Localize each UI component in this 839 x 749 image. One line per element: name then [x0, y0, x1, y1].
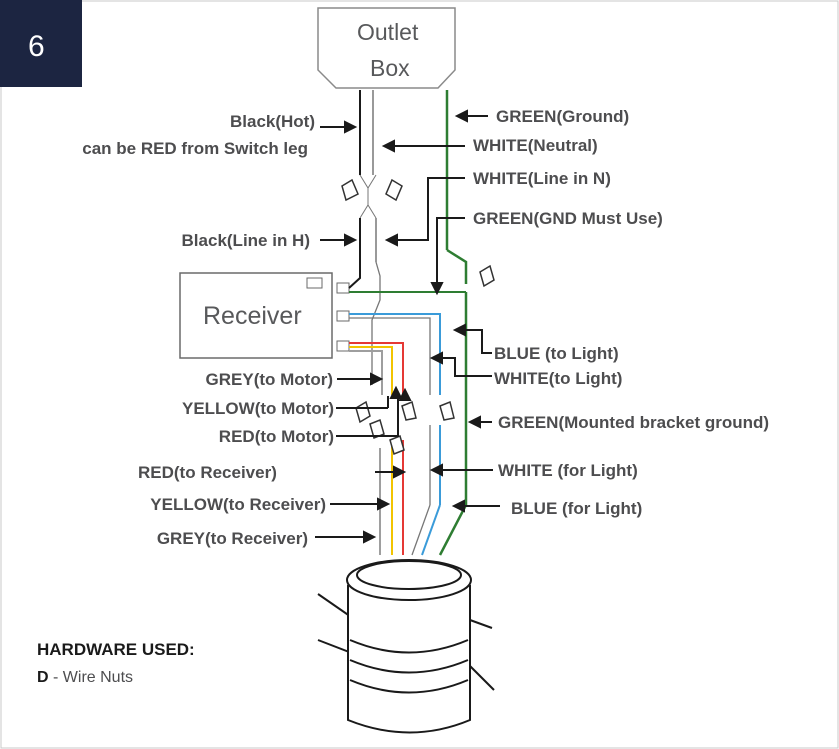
- fan-canopy: [356, 560, 462, 590]
- fan-ring-2: [349, 659, 469, 674]
- wire-nuts: [341, 178, 495, 456]
- fan-blade-right-lower: [469, 665, 495, 691]
- wire-nut-icon: [341, 178, 359, 202]
- wire-splice-top: [359, 174, 377, 219]
- callout-arrows: [315, 109, 500, 544]
- hardware-title: HARDWARE USED:: [37, 640, 195, 659]
- label-green-ground: GREEN(Ground): [496, 107, 629, 126]
- wire-nut-icon: [369, 418, 385, 440]
- wire-nut-icon: [479, 264, 495, 288]
- label-red-to-motor: RED(to Motor): [219, 427, 334, 446]
- label-white-neutral: WHITE(Neutral): [473, 136, 598, 155]
- label-green-gnd-must: GREEN(GND Must Use): [473, 209, 663, 228]
- fan-blade-right: [469, 619, 493, 629]
- label-red-to-receiver: RED(to Receiver): [138, 463, 277, 482]
- hardware-item-text: - Wire Nuts: [49, 669, 133, 686]
- wire-blue-to-fan: [421, 504, 441, 556]
- outlet-box-line2: Box: [370, 55, 410, 81]
- outlet-box-line1: Outlet: [357, 19, 419, 45]
- label-blue-to-light: BLUE (to Light): [494, 344, 619, 363]
- label-black-line-h: Black(Line in H): [182, 231, 310, 250]
- wire-grey-to-motor: [349, 350, 383, 395]
- label-black-hot: Black(Hot): [230, 112, 315, 131]
- ceiling-fan: [317, 559, 495, 734]
- label-blue-for-light: BLUE (for Light): [511, 499, 642, 518]
- wire-green-to-fan: [438, 504, 468, 556]
- receiver-label: Receiver: [203, 302, 302, 330]
- wire-nut-icon: [389, 434, 405, 456]
- receiver-terminal-2: [336, 310, 350, 322]
- step-badge: [0, 0, 82, 87]
- wire-red-to-motor: [349, 342, 404, 395]
- wire-yellow-to-motor: [349, 346, 393, 395]
- label-yellow-to-receiver: YELLOW(to Receiver): [150, 495, 326, 514]
- wire-white-loop: [371, 261, 381, 385]
- label-green-bracket: GREEN(Mounted bracket ground): [498, 413, 769, 432]
- wire-nut-icon: [401, 400, 417, 421]
- label-grey-to-motor: GREY(to Motor): [206, 370, 333, 389]
- label-grey-to-receiver: GREY(to Receiver): [157, 529, 308, 548]
- wire-nut-icon: [355, 400, 371, 424]
- fan-ring-1: [349, 639, 469, 654]
- step-number: 6: [28, 30, 45, 63]
- receiver-terminal-1: [336, 282, 350, 294]
- outlet-box: [317, 7, 456, 89]
- label-white-to-light: WHITE(to Light): [494, 369, 622, 388]
- fan-ring-3: [349, 679, 469, 694]
- wire-nut-icon: [439, 400, 455, 421]
- wire-green-branch: [446, 248, 468, 284]
- wire-white-to-fan: [411, 504, 431, 556]
- label-white-for-light: WHITE (for Light): [498, 461, 638, 480]
- fan-motor-housing: [347, 585, 471, 734]
- wire-blue-to-light: [349, 313, 441, 395]
- wire-nut-icon: [385, 178, 403, 202]
- label-white-line-n: WHITE(Line in N): [473, 169, 611, 188]
- hardware-item-d: D - Wire Nuts: [37, 669, 133, 686]
- wire-black-to-receiver: [348, 262, 361, 289]
- wire-white-to-light: [349, 317, 431, 395]
- label-yellow-to-motor: YELLOW(to Motor): [182, 399, 334, 418]
- label-red-switch: can be RED from Switch leg: [82, 139, 308, 158]
- receiver-indicator: [306, 277, 323, 289]
- receiver-terminal-3: [336, 340, 350, 352]
- hardware-item-key: D: [37, 669, 49, 686]
